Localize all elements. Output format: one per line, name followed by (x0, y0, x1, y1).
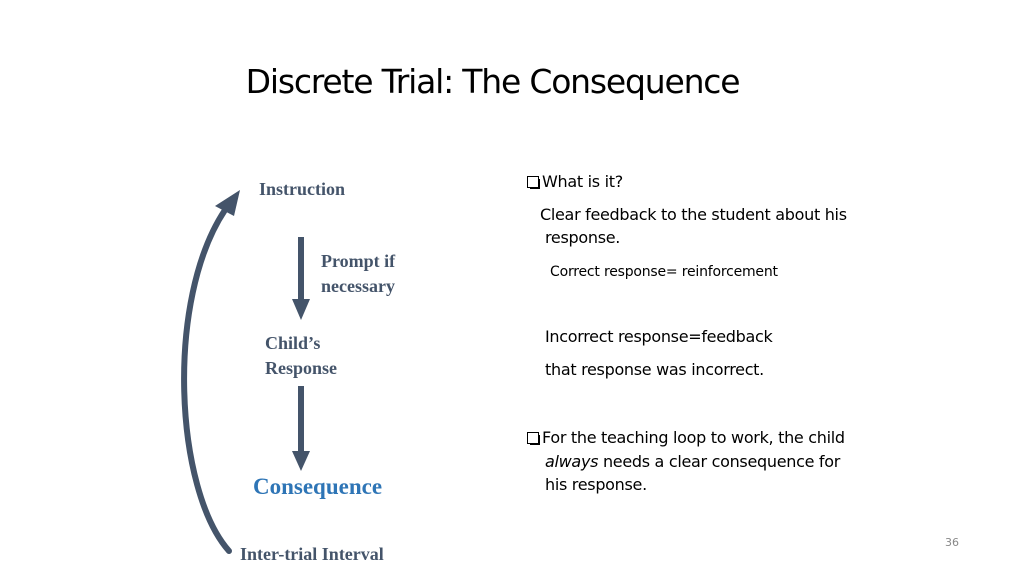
teaching-loop-point: For the teaching loop to work, the child (527, 426, 845, 449)
loop-arrow-head (215, 190, 240, 216)
inter-trial-label: Inter-trial Interval (240, 544, 384, 564)
loop-arrow (181, 207, 232, 554)
incorrect-response-text-2: that response was incorrect. (545, 360, 764, 379)
q1-text: What is it? (542, 172, 623, 191)
teaching-loop-line-2: always needs a clear consequence for (545, 450, 840, 473)
question-what-is-it: What is it? (527, 170, 623, 193)
prompt-line-2: necessary (321, 276, 395, 296)
slide-title: Discrete Trial: The Consequence (245, 62, 741, 101)
down-arrow-1-head (292, 299, 310, 320)
incorrect-response-text: Incorrect response=feedback (545, 327, 773, 346)
response-line-1: Child’s (265, 333, 321, 353)
checkbox-bullet-icon (527, 432, 540, 445)
definition-line-1: Clear feedback to the student about his (540, 205, 847, 224)
prompt-line-1: Prompt if (321, 251, 396, 271)
q2-line-2-rest: needs a clear consequence for (598, 452, 841, 471)
instruction-label: Instruction (259, 179, 346, 199)
correct-response-text: Correct response= reinforcement (550, 264, 778, 280)
response-label: Child’s Response (265, 331, 337, 381)
consequence-label: Consequence (253, 474, 383, 499)
checkbox-bullet-icon (527, 176, 540, 189)
response-line-2: Response (265, 358, 338, 378)
teaching-loop-line-3: his response. (545, 475, 647, 494)
down-arrow-2-head (292, 451, 310, 471)
always-emphasis: always (545, 452, 599, 471)
q2-line-1: For the teaching loop to work, the child (542, 428, 845, 447)
prompt-label: Prompt if necessary (321, 249, 395, 299)
definition-line-2: response. (545, 228, 621, 247)
page-number: 36 (945, 536, 959, 549)
